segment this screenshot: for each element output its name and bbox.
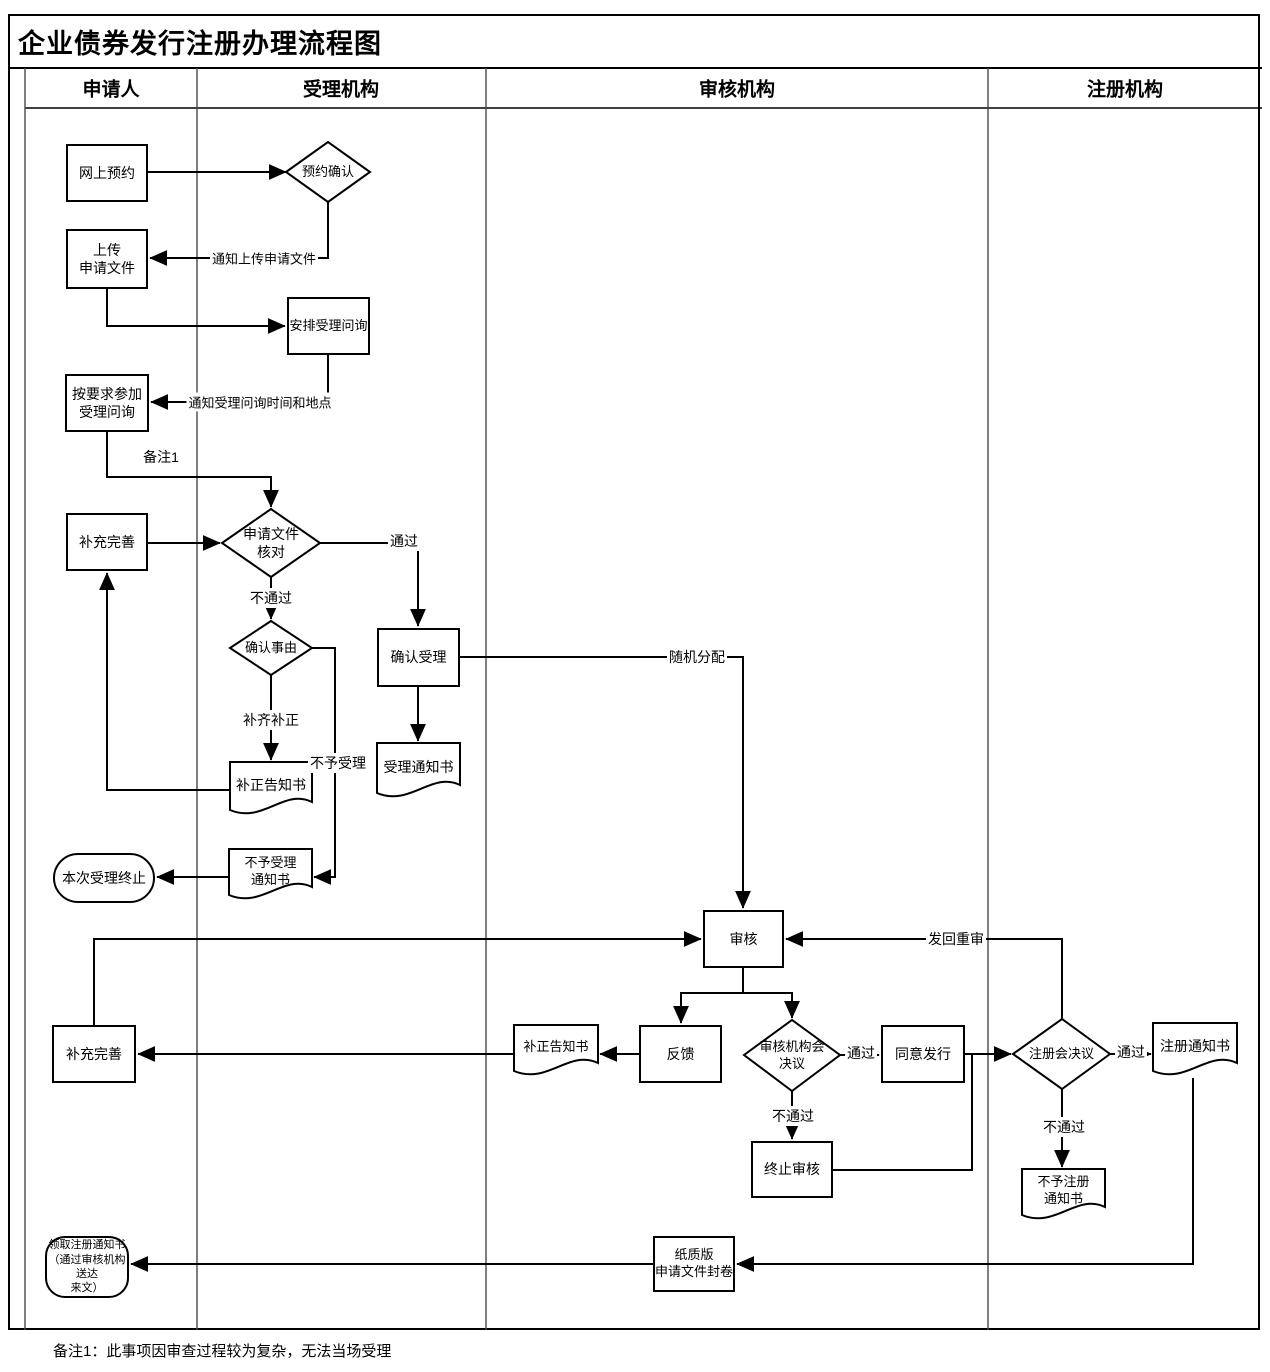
footnote: 备注1：此事项因审查过程较为复杂，无法当场受理 <box>53 1343 392 1360</box>
edge-accept-to-review <box>460 656 751 909</box>
node-agree-issue: 同意发行 <box>881 1025 965 1083</box>
diamond-reservation-confirm <box>284 140 372 204</box>
edge-label-random-assign: 随机分配 <box>667 647 727 667</box>
node-review: 审核 <box>703 910 784 968</box>
doc-no-reg-notice <box>1021 1168 1106 1220</box>
node-paper-filing: 纸质版 申请文件封卷 <box>653 1236 735 1292</box>
edge-review-to-committee <box>743 992 800 1019</box>
edge-label-supplement-correct: 补齐补正 <box>241 710 301 730</box>
doc-correction-notice2 <box>513 1024 599 1076</box>
edge-attend-to-check <box>106 432 279 508</box>
edge-review-to-feedback <box>673 968 744 1024</box>
edge-label-fail-check: 不通过 <box>248 588 294 608</box>
node-supplement-1: 补充完善 <box>66 513 148 571</box>
edge-label-return-review: 发回重审 <box>926 929 986 949</box>
edge-confirm-to-upload <box>149 202 329 266</box>
node-feedback: 反馈 <box>639 1025 722 1083</box>
node-supplement-2: 补充完善 <box>52 1025 136 1083</box>
doc-accept-notice <box>376 742 461 798</box>
doc-reject-notice <box>228 848 313 900</box>
document-shapes <box>228 742 1238 1220</box>
edge-label-notify-inquiry: 通知受理问询时间和地点 <box>186 392 334 412</box>
diamond-doc-check <box>220 507 322 579</box>
edge-label-note-ref: 备注1 <box>141 447 181 467</box>
node-confirm-accept: 确认受理 <box>377 628 460 687</box>
lane-header-applicant: 申请人 <box>82 79 140 101</box>
edge-check-pass-to-accept <box>320 542 426 627</box>
node-attend-inquiry: 按要求参加 受理问询 <box>65 374 149 432</box>
diamond-reg-committee <box>1011 1017 1112 1091</box>
doc-correction-notice1 <box>229 761 313 815</box>
edge-label-reject-accept: 不予受理 <box>308 753 368 773</box>
lane-header-registration: 注册机构 <box>1086 79 1164 101</box>
decision-shapes <box>220 140 1112 1093</box>
node-terminate-review: 终止审核 <box>751 1141 833 1198</box>
doc-reg-notice <box>1152 1022 1238 1076</box>
node-acceptance-end: 本次受理终止 <box>53 853 155 903</box>
diamond-review-committee <box>742 1018 842 1093</box>
edge-upload-to-arrange <box>106 289 286 334</box>
node-online-reservation: 网上预约 <box>66 144 148 202</box>
edge-label-pass-check: 通过 <box>388 531 420 551</box>
outer-border <box>8 14 1260 1330</box>
page-title: 企业债券发行注册办理流程图 <box>18 28 382 59</box>
edge-label-fail-reg: 不通过 <box>1041 1117 1087 1137</box>
lane-header-review: 审核机构 <box>698 79 776 101</box>
edge-regnotice-to-paper <box>736 1078 1194 1272</box>
node-arrange-inquiry: 安排受理问询 <box>287 297 370 355</box>
diamond-confirm-reason <box>228 619 314 677</box>
edge-label-pass-review: 通过 <box>845 1043 877 1063</box>
node-upload-docs: 上传 申请文件 <box>66 229 148 289</box>
edge-label-fail-review: 不通过 <box>770 1106 816 1126</box>
edge-supplement2-to-review <box>93 931 702 1025</box>
edge-label-pass-reg: 通过 <box>1115 1042 1147 1062</box>
edge-reg-return-to-review <box>785 931 1063 1019</box>
lane-grid <box>8 67 1262 1330</box>
edge-terminate-join <box>833 1055 973 1171</box>
lane-header-acceptance: 受理机构 <box>302 79 380 101</box>
node-receive-notice: 领取注册通知书 （通过审核机构送达 来文） <box>45 1236 129 1298</box>
edge-label-notify-upload: 通知上传申请文件 <box>209 248 319 268</box>
edge-correction-to-supplement1 <box>99 572 230 791</box>
